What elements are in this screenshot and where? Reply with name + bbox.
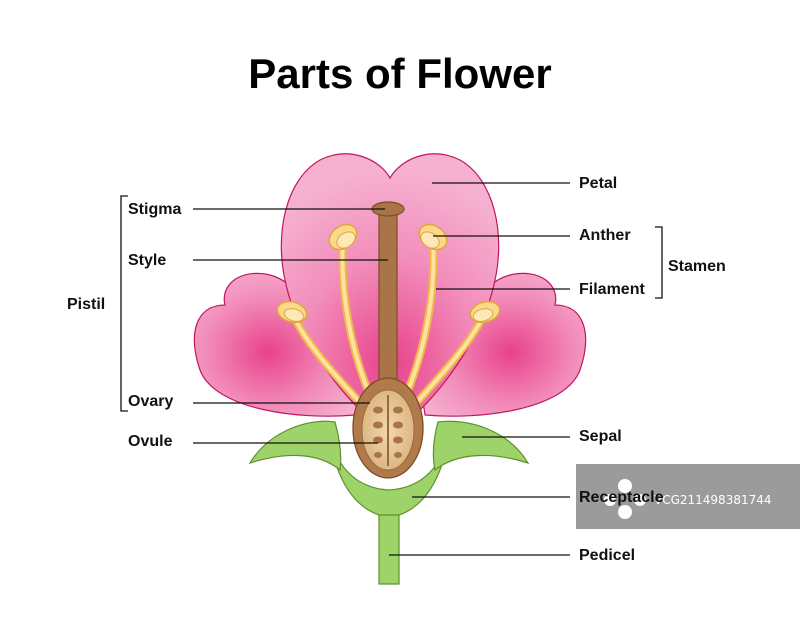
ovary-shape [352, 377, 424, 479]
stamen-bracket [655, 226, 663, 299]
watermark: VCG211498381744 [576, 464, 800, 529]
label-stamen: Stamen [668, 258, 726, 275]
watermark-logo-icon [604, 479, 646, 519]
label-anther: Anther [579, 227, 631, 244]
label-stigma: Stigma [128, 201, 181, 218]
pistil-bracket [120, 195, 128, 412]
label-receptacle: Receptacle [579, 489, 664, 506]
watermark-text: VCG211498381744 [654, 493, 772, 507]
label-pedicel: Pedicel [579, 547, 635, 564]
label-pistil: Pistil [67, 296, 105, 313]
label-ovary: Ovary [128, 393, 173, 410]
sepal-left [248, 420, 342, 472]
label-sepal: Sepal [579, 428, 622, 445]
label-petal: Petal [579, 175, 617, 192]
filaments [289, 236, 488, 412]
diagram-title: Parts of Flower [248, 50, 551, 97]
label-ovule: Ovule [128, 433, 173, 450]
style-shape [378, 209, 398, 386]
label-filament: Filament [579, 281, 645, 298]
ovules [373, 406, 403, 458]
label-style: Style [128, 252, 166, 269]
anthers [276, 223, 501, 324]
sepal-right [432, 420, 530, 472]
